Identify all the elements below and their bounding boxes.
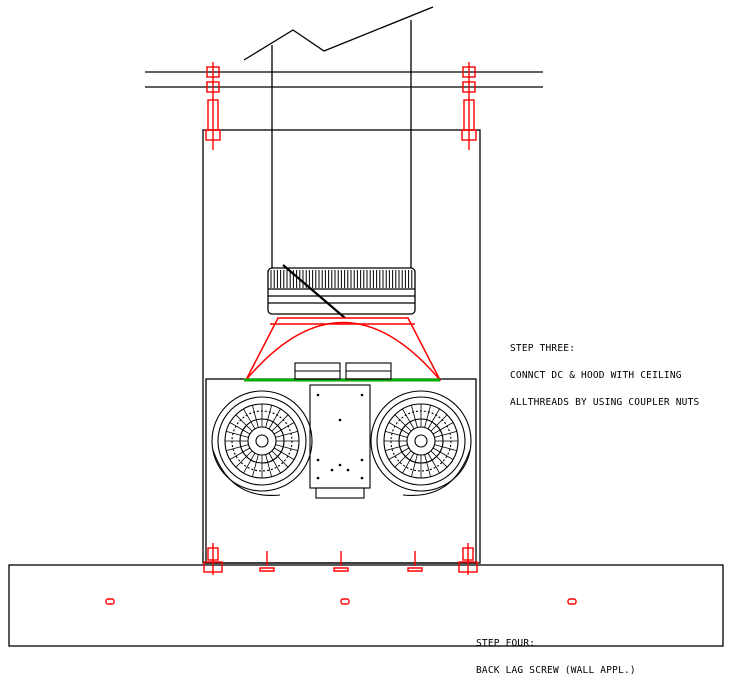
blower-blade — [235, 450, 253, 468]
blower-blade — [229, 422, 251, 435]
lag-screw-slot-2 — [340, 598, 350, 605]
hood-canopy — [8, 564, 724, 647]
allthread-hangers — [205, 62, 477, 150]
blower-blade — [273, 422, 295, 435]
step-three-line-1: CONNCT DC & HOOD WITH CEILING — [510, 370, 682, 381]
blower-blade — [388, 447, 410, 460]
step-four-line-1: BACK LAG SCREW (WALL APPL.) — [476, 665, 636, 676]
blower-blade — [243, 452, 256, 474]
blower-blade — [434, 444, 457, 451]
blower-blade — [252, 405, 259, 428]
blower-blade — [427, 452, 440, 474]
mounting-hole — [316, 393, 320, 397]
mounting-hole — [338, 463, 342, 467]
mounting-hole — [316, 458, 320, 462]
mounting-hole — [360, 393, 364, 397]
blower-blade — [430, 414, 448, 432]
mounting-hole — [360, 458, 364, 462]
blower-blade — [424, 454, 431, 477]
blower-blade — [434, 431, 457, 438]
hood-installation-diagram — [8, 6, 724, 647]
blower-blade — [385, 444, 408, 451]
step-three-line-2: ALLTHREADS BY USING COUPLER NUTS — [510, 397, 700, 408]
blower-blade — [226, 444, 249, 451]
blower-blade — [411, 405, 418, 428]
blower-blade — [275, 444, 298, 451]
blower-blade — [265, 454, 272, 477]
blower-blade — [427, 408, 440, 430]
blower-blade — [271, 450, 289, 468]
mounting-hole — [316, 476, 320, 480]
lag-screw-slot-3 — [567, 598, 577, 605]
blower-blade — [388, 422, 410, 435]
mounting-hole — [360, 476, 364, 480]
mounting-hole — [330, 468, 334, 472]
blower-blade — [424, 405, 431, 428]
duct-collar — [267, 264, 416, 319]
blower-blade — [273, 447, 295, 460]
mounting-plate — [294, 362, 392, 499]
step-three-title: STEP THREE: — [510, 343, 576, 354]
blower-blade — [229, 447, 251, 460]
mounting-hole — [338, 418, 342, 422]
blower-blade — [265, 405, 272, 428]
blower-blade — [268, 408, 281, 430]
blower-blade — [226, 431, 249, 438]
blower-blade — [252, 454, 259, 477]
bottom-brackets — [105, 543, 577, 605]
blower-blade — [394, 450, 412, 468]
transition-piece — [244, 317, 442, 381]
blower-blade — [402, 408, 415, 430]
blower-blade — [394, 414, 412, 432]
blower-blade — [275, 431, 298, 438]
blower-blade — [402, 452, 415, 474]
blower-blade — [235, 414, 253, 432]
lag-screw-slot-1 — [105, 598, 115, 605]
blower-blade — [271, 414, 289, 432]
step-four-note: STEP FOUR: BACK LAG SCREW (WALL APPL.) — [476, 621, 636, 684]
blower-blade — [411, 454, 418, 477]
blower-blade — [268, 452, 281, 474]
blower-blade — [432, 422, 454, 435]
mounting-hole — [346, 468, 350, 472]
blower-blade — [385, 431, 408, 438]
step-three-note: STEP THREE: CONNCT DC & HOOD WITH CEILIN… — [510, 326, 699, 416]
duct-break-line — [243, 6, 434, 61]
step-four-title: STEP FOUR: — [476, 638, 536, 649]
blower-blade — [243, 408, 256, 430]
blower-blade — [432, 447, 454, 460]
blower-blade — [430, 450, 448, 468]
